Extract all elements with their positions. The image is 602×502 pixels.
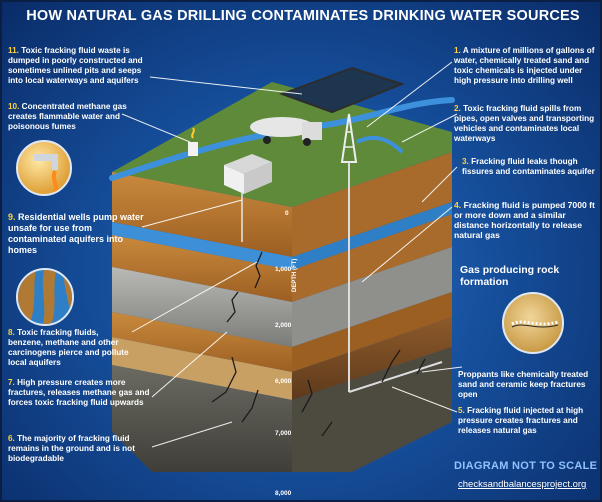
- callout-number: 3.: [462, 157, 469, 166]
- callout-line-8: [131, 261, 258, 333]
- depth-tick-2000: 2,000: [275, 322, 292, 329]
- callout-line-5: [391, 386, 458, 413]
- callout-11: 11. Toxic fracking fluid waste is dumped…: [8, 46, 148, 86]
- callout-4: 4. Fracking fluid is pumped 7000 ft or m…: [454, 200, 598, 240]
- callout-9: 9. Residential wells pump water unsafe f…: [8, 212, 148, 256]
- horizontal-well: [348, 361, 443, 393]
- callout-line-4: [361, 206, 453, 283]
- callout-text: Concentrated methane gas creates flammab…: [8, 102, 127, 131]
- sand-grains-icon: [511, 320, 559, 328]
- fractures: [211, 251, 426, 437]
- callout-text: Fracking fluid leaks though fissures and…: [462, 157, 595, 176]
- callout-line-6: [151, 421, 233, 448]
- source-link[interactable]: checksandbalancesproject.org: [458, 479, 587, 490]
- truck-icon: [250, 117, 322, 146]
- proppant-inset: [502, 292, 564, 354]
- callout-text: Toxic fracking fluids, benzene, methane …: [8, 328, 129, 367]
- callout-7: 7. High pressure creates more fractures,…: [8, 378, 150, 408]
- block-right-face: [292, 152, 452, 472]
- callout-number: 2.: [454, 104, 461, 113]
- callout-line-2: [401, 113, 458, 143]
- callout-line-10: [121, 113, 191, 143]
- callout-5: 5. Fracking fluid injected at high press…: [458, 406, 598, 436]
- callout-line-3: [421, 166, 458, 203]
- callout-3: 3. Fracking fluid leaks though fissures …: [462, 157, 598, 177]
- page-title: HOW NATURAL GAS DRILLING CONTAMINATES DR…: [26, 8, 580, 24]
- block-left-face: [112, 172, 292, 472]
- gas-formation-label: Gas producing rock formation: [460, 264, 560, 288]
- callout-text: Toxic fracking fluid spills from pipes, …: [454, 104, 595, 143]
- depth-tick-1000: 1,000: [275, 266, 292, 273]
- callout-line-7: [151, 331, 228, 398]
- callout-line-1: [366, 61, 453, 128]
- depth-axis-label: DEPTH (FT): [292, 258, 298, 292]
- callout-line-11: [149, 76, 303, 95]
- depth-tick-6000: 6,000: [275, 378, 292, 385]
- callout-proppants: Proppants like chemically treated sand a…: [458, 370, 600, 400]
- callout-text: Fracking fluid injected at high pressure…: [458, 406, 584, 435]
- gas-tank-icon: [188, 127, 198, 156]
- callout-number: 11.: [8, 46, 19, 55]
- scale-note: DIAGRAM NOT TO SCALE: [454, 460, 598, 472]
- callout-1: 1. A mixture of millions of gallons of w…: [454, 46, 598, 86]
- callout-text: Toxic fracking fluid waste is dumped in …: [8, 46, 143, 85]
- house-icon: [224, 154, 272, 194]
- callout-line-9: [141, 199, 243, 228]
- waste-pit: [279, 66, 405, 114]
- callout-number: 10.: [8, 102, 20, 111]
- depth-tick-0: 0: [285, 210, 289, 217]
- depth-tick-7000: 7,000: [275, 430, 292, 437]
- aquifer-inset: [16, 268, 74, 326]
- callout-number: 9.: [8, 212, 16, 222]
- callout-number: 1.: [454, 46, 461, 55]
- depth-tick-8000: 8,000: [275, 490, 292, 497]
- callout-number: 5.: [458, 406, 465, 415]
- callout-8: 8. Toxic fracking fluids, benzene, metha…: [8, 328, 132, 368]
- callout-text: The majority of fracking fluid remains i…: [8, 434, 135, 463]
- callout-6: 6. The majority of fracking fluid remain…: [8, 434, 150, 464]
- callout-text: Residential wells pump water unsafe for …: [8, 212, 144, 255]
- callout-text: High pressure creates more fractures, re…: [8, 378, 150, 407]
- callout-line-proppants: [421, 366, 463, 373]
- callout-text: Proppants like chemically treated sand a…: [458, 370, 589, 399]
- callout-number: 8.: [8, 328, 15, 337]
- callout-10: 10. Concentrated methane gas creates fla…: [8, 102, 138, 132]
- callout-number: 7.: [8, 378, 15, 387]
- callout-2: 2. Toxic fracking fluid spills from pipe…: [454, 104, 598, 144]
- callout-number: 6.: [8, 434, 15, 443]
- faucet-inset: [16, 140, 72, 196]
- callout-text: Fracking fluid is pumped 7000 ft or more…: [454, 200, 595, 240]
- callout-number: 4.: [454, 200, 462, 210]
- callout-text: A mixture of millions of gallons of wate…: [454, 46, 595, 85]
